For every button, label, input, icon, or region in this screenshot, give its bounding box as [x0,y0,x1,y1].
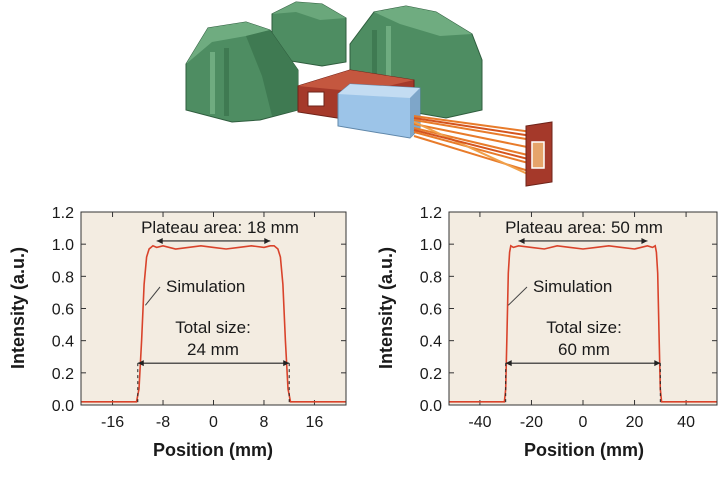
y-tick-label: 0.0 [52,398,74,415]
simulation-label-left: Simulation [166,277,245,296]
beam-rays-icon [413,115,533,177]
y-tick-label: 0.8 [420,269,442,286]
y-tick-label: 0.2 [52,366,74,383]
plateau-dimension-line-arrowhead [264,237,271,244]
plateau-label-left: Plateau area: 18 mm [141,218,299,237]
plot-area-left [81,212,346,405]
x-tick-label: -20 [520,414,543,431]
x-tick-label: 16 [306,414,324,431]
x-axis-right: -40 -20 0 20 40 [468,212,695,431]
y-tick-label: 1.2 [52,205,74,222]
plot-frame-right [448,211,718,406]
target-plate-icon [525,121,553,187]
y-tick-label: 0.4 [52,334,74,351]
x-tick-label: 20 [626,414,644,431]
y-axis-title-left: Intensity (a.u.) [8,247,28,369]
simulation-leader-line [507,286,528,306]
y-tick-label: 0.2 [420,366,442,383]
total-size-label-left: Total size: [175,318,251,337]
total-size-value-right: 60 mm [558,340,610,359]
simulation-trace-left [81,244,346,403]
x-axis-left: -16 -8 0 8 16 [101,212,323,431]
simulation-trace-right [449,244,717,403]
y-tick-label: 0.6 [52,302,74,319]
y-tick-label: 1.0 [52,237,74,254]
magnet-beamline-illustration [185,1,553,187]
y-tick-label: 1.0 [420,237,442,254]
y-tick-label: 0.4 [420,334,442,351]
total-size-dimension-line-arrowhead [283,360,290,367]
x-tick-label: 8 [260,414,269,431]
total-size-value-left: 24 mm [187,340,239,359]
y-tick-label: 0.0 [420,398,442,415]
y-axis-right: 0.0 0.2 0.4 0.6 0.8 1.0 1.2 [420,205,717,415]
x-tick-label: -40 [468,414,491,431]
y-tick-label: 0.6 [420,302,442,319]
x-tick-label: 0 [209,414,218,431]
plot-area-right [449,212,717,405]
plot-frame-left [80,211,347,406]
plateau-dimension-line-arrowhead [518,237,525,244]
total-size-dimension-line-arrowhead [505,360,512,367]
x-tick-label: -8 [156,414,170,431]
plateau-dimension-line-arrowhead [156,237,163,244]
x-axis-title-right: Position (mm) [524,440,644,460]
plateau-label-right: Plateau area: 50 mm [505,218,663,237]
total-size-dimension-line-arrowhead [654,360,661,367]
x-tick-label: 0 [579,414,588,431]
x-axis-title-left: Position (mm) [153,440,273,460]
y-axis-left: 0.0 0.2 0.4 0.6 0.8 1.0 1.2 [52,205,346,415]
x-tick-label: 40 [677,414,695,431]
total-size-dimension-line-arrowhead [137,360,144,367]
y-tick-label: 1.2 [420,205,442,222]
x-tick-label: -16 [101,414,124,431]
total-size-label-right: Total size: [546,318,622,337]
y-axis-title-right: Intensity (a.u.) [376,247,396,369]
simulation-label-right: Simulation [533,277,612,296]
annotations-right [505,237,661,405]
magnet-left-icon [185,21,299,123]
beam-block-blue-icon [337,83,421,139]
y-tick-label: 0.8 [52,269,74,286]
chart-left: -16 -8 0 8 16 0.0 0.2 0.4 0.6 0.8 1.0 1.2 Plateau … [8,205,347,460]
simulation-leader-line [144,286,161,306]
chart-right: -40 -20 0 20 40 0.0 0.2 0.4 0.6 0.8 1.0 1.2 Platea… [376,205,718,460]
annotations-left [137,237,290,405]
plateau-dimension-line-arrowhead [641,237,648,244]
